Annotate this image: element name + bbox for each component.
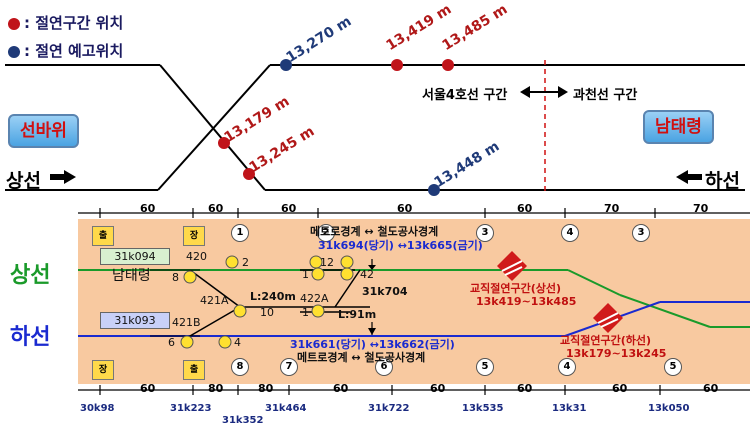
insulation-dot-13245 bbox=[243, 168, 255, 180]
section-gwacheon-line: 과천선 구간 bbox=[573, 88, 638, 103]
station-sunbawi: 선바위 bbox=[8, 114, 79, 148]
insulation-up-range: 13k419~13k485 bbox=[476, 295, 577, 308]
track-num-10: 10 bbox=[260, 306, 274, 319]
km-mark-4: 31k722 bbox=[368, 403, 410, 414]
circle-bottom-7: 7 bbox=[280, 358, 298, 376]
km-mark-0: 30k98 bbox=[80, 403, 115, 414]
ruler-bottom-6: 60 bbox=[612, 382, 628, 395]
track-up-label: 상선 bbox=[10, 263, 51, 288]
circle-bottom-8: 8 bbox=[231, 358, 249, 376]
ruler-bottom-0: 60 bbox=[140, 382, 156, 395]
legend-item-warning: : 절연 예고위치 bbox=[8, 40, 123, 61]
track-num-4: 4 bbox=[234, 336, 241, 349]
km-mark-2: 31k352 bbox=[222, 415, 264, 426]
circle-top-4: 4 bbox=[561, 224, 579, 242]
sign-exit-top: 출 bbox=[92, 226, 114, 246]
ruler-bottom-7: 60 bbox=[703, 382, 719, 395]
insulation-up-title: 교직절연구간(상선) bbox=[470, 282, 562, 295]
navy-dot-icon bbox=[8, 45, 20, 58]
ruler-top-3: 60 bbox=[397, 202, 413, 215]
sign-jang-bottom: 장 bbox=[92, 360, 114, 380]
direction-down-label: 하선 bbox=[705, 170, 740, 192]
station-name-label: 남태령 bbox=[112, 268, 151, 284]
ruler-top-0: 60 bbox=[140, 202, 156, 215]
length-91: L:91m bbox=[338, 308, 377, 321]
ruler-top-2: 60 bbox=[281, 202, 297, 215]
switch-421a: 421A bbox=[200, 294, 229, 307]
km-704: 31k704 bbox=[362, 285, 408, 298]
section-seoul-line4: 서울4호선 구간 bbox=[422, 88, 508, 103]
sign-exit-bottom: 출 bbox=[183, 360, 205, 380]
circle-bottom-5: 5 bbox=[476, 358, 494, 376]
ruler-bottom-5: 60 bbox=[517, 382, 533, 395]
circle-top-1: 1 bbox=[231, 224, 249, 242]
red-dot-icon bbox=[8, 17, 20, 30]
warning-dot-13448 bbox=[428, 184, 440, 196]
km-mark-5: 13k535 bbox=[462, 403, 504, 414]
track-num-1a: 1 bbox=[302, 268, 309, 281]
circle-top-5: 3 bbox=[632, 224, 650, 242]
note-top-title: 메트로경계 ↔ 철도공사경계 bbox=[310, 225, 439, 238]
track-layout-panel: 60 60 60 60 60 70 70 60 80 80 60 60 60 6… bbox=[0, 202, 755, 436]
station-box-down: 31k093 bbox=[100, 312, 170, 329]
ruler-top-1: 60 bbox=[208, 202, 224, 215]
sign-jang-top: 장 bbox=[183, 226, 205, 246]
length-240: L:240m bbox=[250, 290, 296, 303]
km-mark-6: 13k31 bbox=[552, 403, 587, 414]
track-num-8: 8 bbox=[172, 271, 179, 284]
direction-up-label: 상선 bbox=[6, 170, 41, 192]
note-bottom-km: 31k661(당기) ↔13k662(금기) bbox=[290, 338, 455, 351]
km-mark-7: 13k050 bbox=[648, 403, 690, 414]
switch-421b: 421B bbox=[172, 316, 201, 329]
km-mark-1: 31k223 bbox=[170, 403, 212, 414]
legend-item-insulation: : 절연구간 위치 bbox=[8, 12, 123, 33]
track-num-6: 6 bbox=[168, 336, 175, 349]
ruler-bottom-3: 60 bbox=[333, 382, 349, 395]
switch-422a: 422A bbox=[300, 292, 329, 305]
insulation-dot-13419 bbox=[391, 59, 403, 71]
ruler-bottom-1: 80 bbox=[208, 382, 224, 395]
ruler-top-5: 70 bbox=[604, 202, 620, 215]
circle-bottom-4: 4 bbox=[558, 358, 576, 376]
note-top-km: 31k694(당기) ↔13k665(금기) bbox=[318, 239, 483, 252]
track-num-12: 12 bbox=[320, 256, 334, 269]
legend-label-warning: : 절연 예고위치 bbox=[24, 42, 124, 60]
top-track-diagram bbox=[5, 59, 745, 196]
insulation-down-title: 교직절연구간(하선) bbox=[560, 334, 652, 347]
circle-bottom-5b: 5 bbox=[664, 358, 682, 376]
track-num-2: 2 bbox=[242, 256, 249, 269]
insulation-down-range: 13k179~13k245 bbox=[566, 347, 667, 360]
ruler-top-6: 70 bbox=[693, 202, 709, 215]
track-down-label: 하선 bbox=[10, 325, 51, 350]
switch-422b: 42 bbox=[360, 268, 374, 281]
switch-420: 420 bbox=[186, 250, 207, 263]
ruler-top-4: 60 bbox=[517, 202, 533, 215]
station-box-up: 31k094 bbox=[100, 248, 170, 265]
note-bottom-title: 메트로경계 ↔ 철도공사경계 bbox=[297, 351, 426, 364]
ruler-bottom-4: 60 bbox=[430, 382, 446, 395]
station-namtaeryeong: 남태령 bbox=[643, 110, 714, 144]
circle-bottom-6: 6 bbox=[375, 358, 393, 376]
km-mark-3: 31k464 bbox=[265, 403, 307, 414]
ruler-bottom-2: 80 bbox=[258, 382, 274, 395]
warning-dot-13270 bbox=[280, 59, 292, 71]
insulation-dot-13179 bbox=[218, 137, 230, 149]
track-num-1b: 1 bbox=[302, 306, 309, 319]
insulation-dot-13485 bbox=[442, 59, 454, 71]
circle-top-3: 3 bbox=[476, 224, 494, 242]
circle-top-2: 2 bbox=[317, 224, 335, 242]
legend-label-insulation: : 절연구간 위치 bbox=[24, 14, 124, 32]
